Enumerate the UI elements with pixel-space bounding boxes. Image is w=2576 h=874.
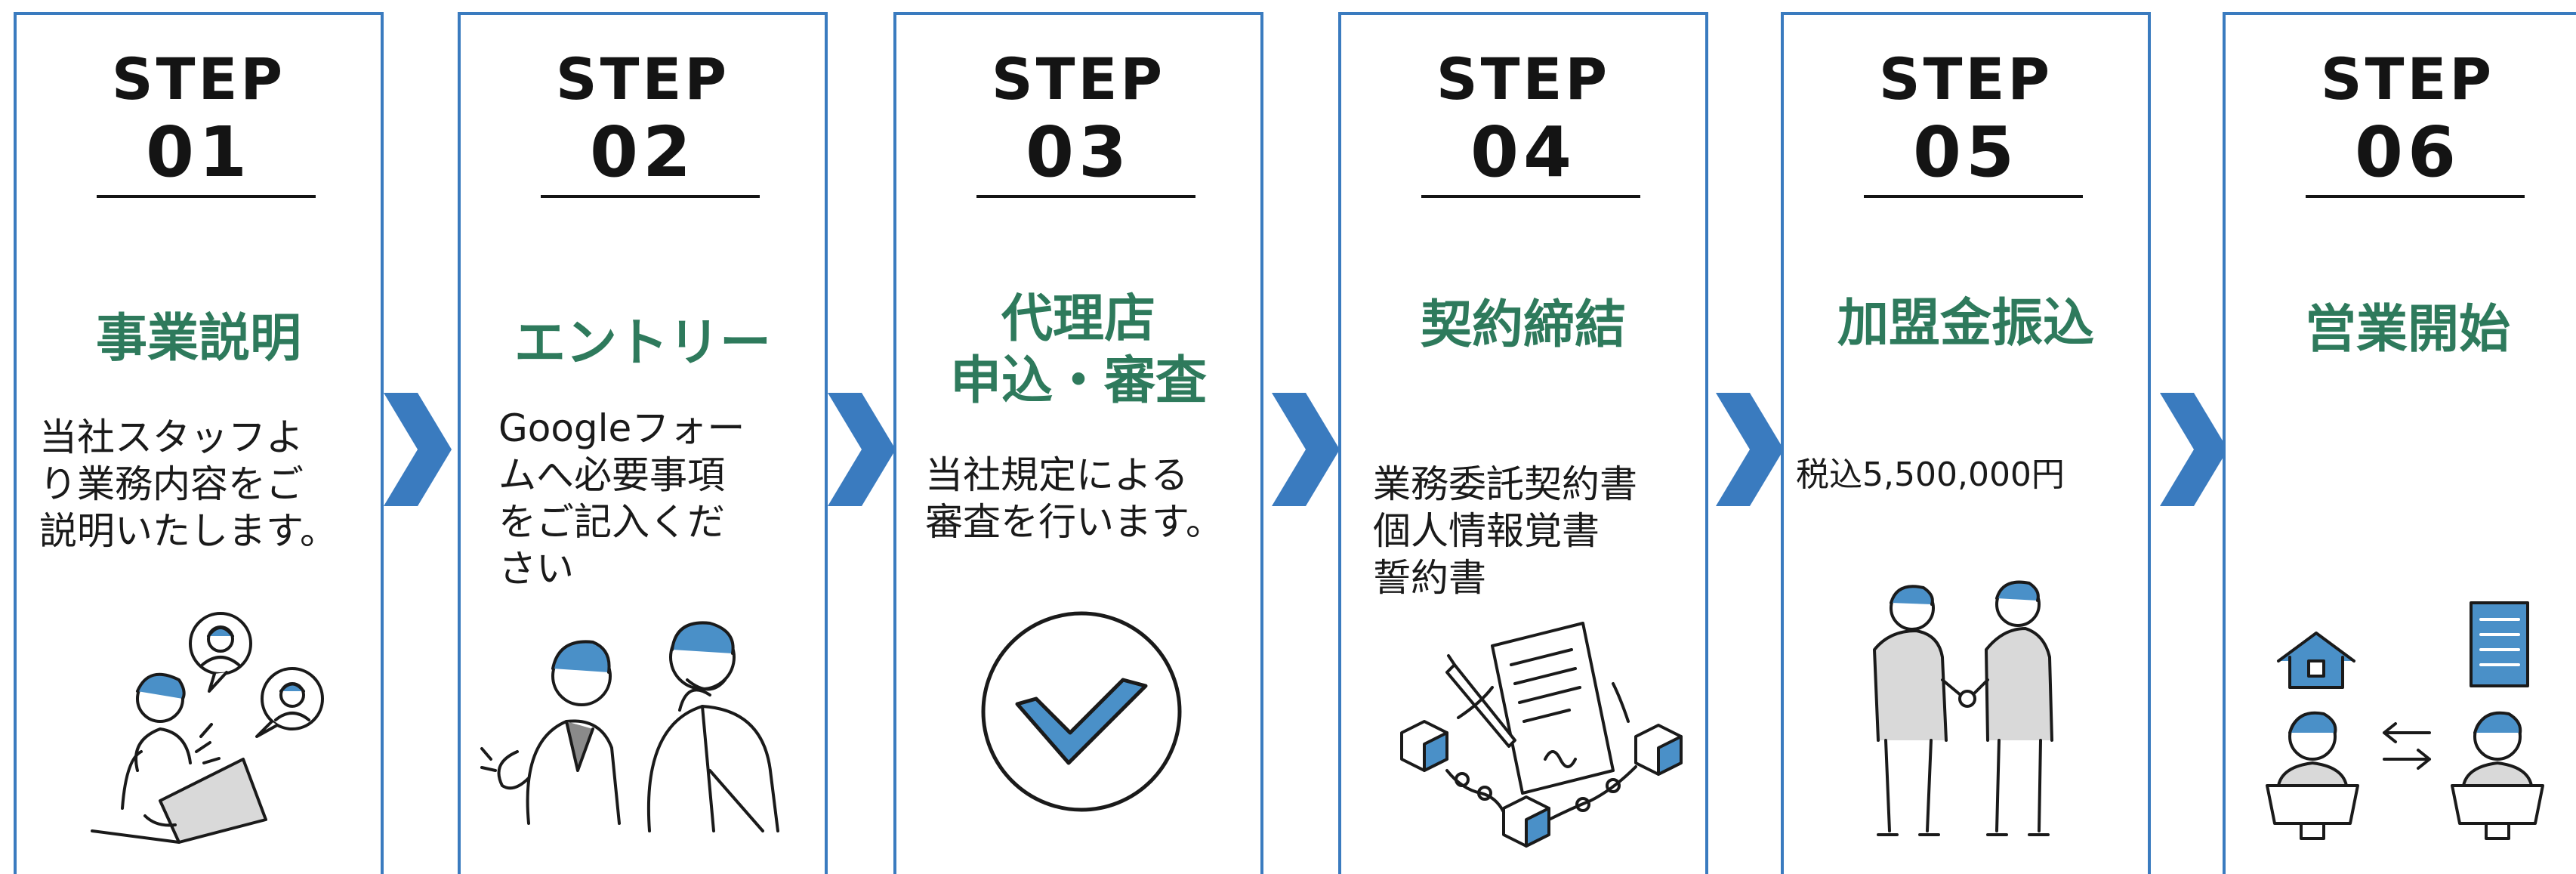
step-divider bbox=[1864, 195, 2083, 198]
exchange-arrows-icon bbox=[2383, 722, 2431, 770]
step-description: 税込5,500,000円 bbox=[1796, 456, 2065, 494]
step-panel-03: STEP 03 代理店 申込・審査 当社規定による 審査を行います。 bbox=[893, 12, 1263, 874]
step-panel-05: STEP 05 加盟金振込 税込5,500,000円 bbox=[1781, 12, 2151, 874]
step-label: STEP bbox=[1878, 45, 2053, 113]
step-divider bbox=[2306, 195, 2525, 198]
step-label: STEP bbox=[555, 45, 730, 113]
meeting-illustration bbox=[91, 612, 324, 844]
step-divider bbox=[1421, 195, 1640, 198]
step-panel-01: STEP 01 事業説明 当社スタッフよ り業務内容をご 説明いたします。 bbox=[14, 12, 384, 874]
step-panel-02: STEP 02 エントリー Googleフォー ムへ必要事項 をご記入くだ さい bbox=[458, 12, 828, 874]
house-icon bbox=[2277, 632, 2355, 689]
chevron-right-icon bbox=[1716, 393, 1784, 506]
check-icon bbox=[981, 611, 1182, 812]
step-description: Googleフォー ムへ必要事項 をご記入くだ さい bbox=[498, 406, 745, 591]
step-title: 加盟金振込 bbox=[1837, 294, 2094, 354]
step-panel-06: STEP 06 営業開始 bbox=[2223, 12, 2576, 874]
handshake-illustration bbox=[1873, 580, 2053, 836]
business-start-illustration bbox=[2266, 601, 2544, 840]
step-panel-04: STEP 04 契約締結 業務委託契約書 個人情報覚書 誓約書 bbox=[1338, 12, 1708, 874]
step-number: 03 bbox=[1025, 112, 1132, 193]
step-number: 02 bbox=[589, 112, 696, 193]
chevron-right-icon bbox=[828, 393, 896, 506]
step-description: 業務委託契約書 個人情報覚書 誓約書 bbox=[1373, 462, 1637, 600]
step-description: 当社スタッフよ り業務内容をご 説明いたします。 bbox=[39, 415, 338, 553]
step-description: 当社規定による 審査を行います。 bbox=[925, 453, 1223, 544]
step-title: エントリー bbox=[514, 313, 771, 373]
discussion-illustration bbox=[480, 621, 779, 832]
step-divider bbox=[541, 195, 760, 198]
step-number: 01 bbox=[145, 112, 252, 193]
chevron-right-icon bbox=[1272, 393, 1340, 506]
step-divider bbox=[976, 195, 1195, 198]
step-number: 05 bbox=[1912, 112, 2019, 193]
step-label: STEP bbox=[111, 45, 286, 113]
step-label: STEP bbox=[1436, 45, 1611, 113]
step-title: 事業説明 bbox=[95, 309, 301, 369]
server-icon bbox=[2470, 601, 2529, 687]
step-title: 営業開始 bbox=[2304, 300, 2510, 360]
contract-illustration bbox=[1400, 622, 1683, 848]
step-title: 代理店 申込・審査 bbox=[949, 289, 1207, 411]
step-label: STEP bbox=[991, 45, 1166, 113]
step-number: 06 bbox=[2354, 112, 2461, 193]
step-number: 04 bbox=[1470, 112, 1577, 193]
step-label: STEP bbox=[2320, 45, 2495, 113]
chevron-right-icon bbox=[2160, 393, 2228, 506]
chevron-right-icon bbox=[384, 393, 452, 506]
step-divider bbox=[97, 195, 316, 198]
step-title: 契約締結 bbox=[1420, 295, 1626, 355]
